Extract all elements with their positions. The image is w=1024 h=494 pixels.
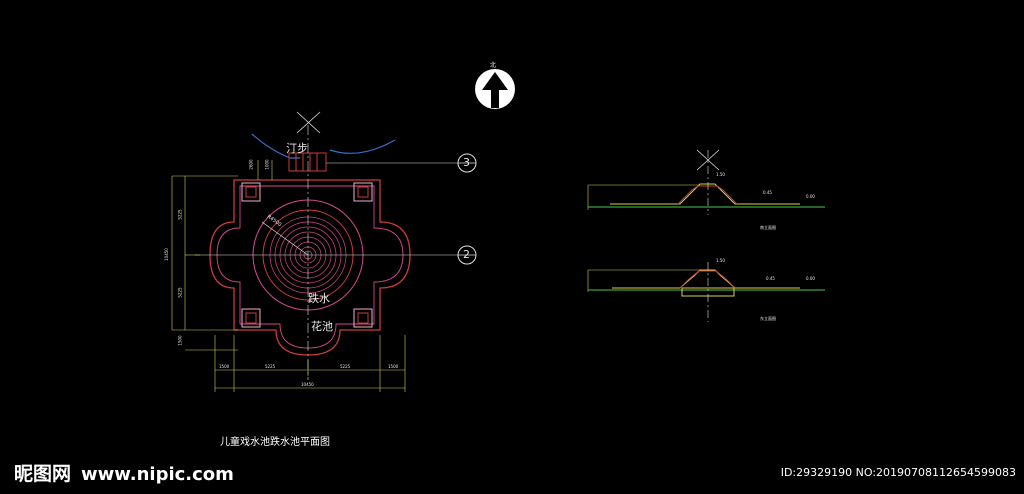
elevation-upper bbox=[587, 149, 825, 215]
watermark-brand: 昵图网 bbox=[14, 463, 72, 485]
elevation-upper-label: 南立面图 bbox=[760, 225, 776, 230]
cross-marker-icon bbox=[296, 111, 321, 134]
level-b-upper: 0.45 bbox=[763, 190, 772, 195]
plan-view bbox=[171, 111, 477, 392]
section-mark-2: 2 bbox=[463, 248, 470, 261]
water-edge-curve bbox=[251, 133, 300, 159]
label-flowerbed: 花池 bbox=[311, 320, 333, 333]
elevation-lower bbox=[587, 262, 825, 322]
radius-leader bbox=[261, 221, 309, 256]
dimension-lines bbox=[171, 160, 406, 392]
watermark-site: www.nipic.com bbox=[81, 464, 234, 485]
label-north: 北 bbox=[490, 62, 497, 69]
label-steps: 汀步 bbox=[286, 142, 308, 155]
dim-left-2: 5225 bbox=[177, 287, 183, 298]
level-b-lower: 0.45 bbox=[766, 276, 775, 281]
level-c-upper: 0.00 bbox=[806, 194, 815, 199]
dim-top-2: 1000 bbox=[264, 159, 270, 170]
section-mark-3: 3 bbox=[463, 156, 470, 169]
drawing-title: 儿童戏水池跌水池平面图 bbox=[220, 437, 330, 448]
elevation-lower-label: 东立面图 bbox=[760, 316, 776, 321]
water-edge-curve bbox=[329, 139, 396, 154]
dim-bottom-4: 1500 bbox=[388, 364, 399, 369]
dim-left-1: 5225 bbox=[177, 209, 183, 220]
corner-planters bbox=[241, 182, 373, 328]
dim-top-1: 2600 bbox=[248, 159, 254, 170]
level-a-upper: 1.50 bbox=[716, 172, 725, 177]
dim-left-bottom: 1500 bbox=[177, 335, 183, 346]
image-id-text: ID:29329190 NO:20190708112654599083 bbox=[780, 466, 1016, 479]
dim-bottom-2: 5225 bbox=[265, 364, 276, 369]
watermark-logo: 昵图网 www.nipic.com bbox=[14, 459, 234, 486]
dim-bottom-total: 10450 bbox=[301, 382, 314, 387]
north-arrow-icon bbox=[475, 69, 515, 109]
label-cascade: 跌水 bbox=[308, 292, 330, 305]
stepping-stones bbox=[288, 152, 327, 172]
level-c-lower: 0.00 bbox=[806, 276, 815, 281]
dim-left-total: 10450 bbox=[163, 248, 169, 261]
dim-bottom-1: 1500 bbox=[219, 364, 230, 369]
level-a-lower: 1.50 bbox=[716, 258, 725, 263]
dim-bottom-3: 5225 bbox=[340, 364, 351, 369]
